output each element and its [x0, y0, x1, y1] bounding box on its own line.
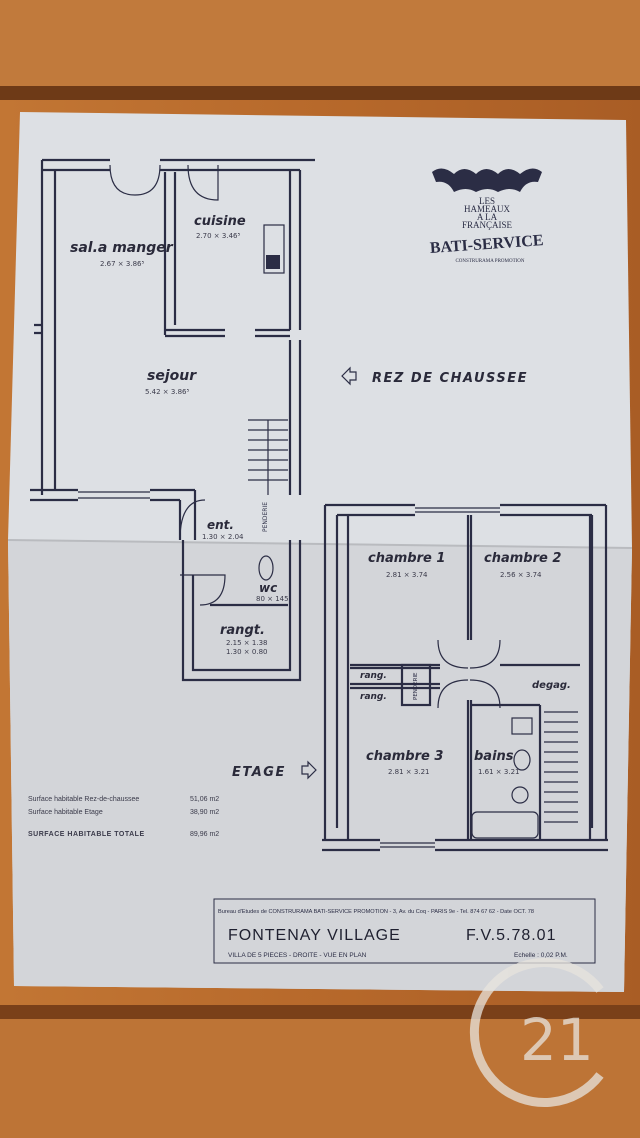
- room-label: wc: [259, 581, 277, 595]
- room-label: sal.a manger: [70, 240, 174, 256]
- logo-line: HAMEAUX: [464, 204, 510, 214]
- room-dims: 2.70 × 3.46⁵: [196, 232, 240, 240]
- rang-label: rang.: [360, 692, 387, 702]
- plan-reference: F.V.5.78.01: [466, 927, 556, 944]
- logo-line: FRANÇAISE: [462, 220, 513, 230]
- rez-de-chaussee-label: REZ DE CHAUSSEE: [372, 371, 528, 386]
- ground-floor-title: REZ DE CHAUSSEE: [341, 366, 528, 386]
- room-dims: 5.42 × 3.86⁵: [145, 388, 189, 396]
- upper-floor-plan: PENDERIE chambre 1 2.81 × 3.74 chambre 2…: [322, 503, 608, 852]
- room-dims: 1.30 × 0.80: [226, 648, 268, 656]
- century21-watermark: 21: [469, 958, 604, 1107]
- ground-floor-plan: PENDERIE sal.a manger 2.67 × 3.86⁵ cuisi…: [30, 158, 315, 682]
- arrow-right-icon: [301, 760, 317, 780]
- upper-floor-title: ETAGE: [232, 760, 317, 780]
- surface-value: 38,90 m2: [190, 809, 219, 816]
- logo-line: LES: [479, 196, 495, 206]
- room-dims: 80 × 145: [256, 595, 289, 603]
- total-surface-value: 89,96 m2: [190, 831, 219, 838]
- paper-lower-half: [8, 540, 632, 992]
- arrow-left-icon: [341, 366, 357, 386]
- surface-label: Surface habitable Rez-de-chaussee: [28, 796, 139, 803]
- logo-line: A LA: [477, 212, 498, 222]
- room-dims: 2.81 × 3.21: [388, 768, 430, 776]
- room-label: cuisine: [194, 214, 246, 229]
- room-dims: 2.56 × 3.74: [500, 571, 542, 579]
- surface-value: 51,06 m2: [190, 796, 219, 803]
- room-dims: 1.61 × 3.21: [478, 768, 520, 776]
- logo-sub: CONSTRURAMA PROMOTION: [455, 259, 524, 264]
- surface-summary: Surface habitable Rez-de-chaussee 51,06 …: [28, 796, 219, 838]
- surface-label: Surface habitable Etage: [28, 809, 103, 816]
- total-surface-label: SURFACE HABITABLE TOTALE: [28, 831, 145, 838]
- room-dims: 2.81 × 3.74: [386, 571, 428, 579]
- room-label: chambre 2: [484, 551, 561, 566]
- room-label: rangt.: [220, 623, 265, 638]
- penderie-label: PENDERIE: [262, 502, 269, 532]
- room-label: chambre 3: [366, 749, 443, 764]
- title-block: Bureau d'Etudes de CONSTRURAMA BATI-SERV…: [213, 898, 596, 964]
- penderie-label: PENDERIE: [413, 672, 419, 700]
- watermark-text: 21: [520, 1006, 594, 1074]
- wood-edge: [0, 86, 640, 100]
- project-title: FONTENAY VILLAGE: [228, 927, 401, 944]
- wood-plank-top: [0, 0, 640, 88]
- rang-label: rang.: [360, 671, 387, 681]
- wood-plank-bottom: [0, 1019, 640, 1138]
- room-label: bains: [474, 749, 514, 764]
- scale-label: Echelle : 0,02 P.M.: [514, 952, 568, 959]
- room-label: degag.: [532, 680, 571, 691]
- office-info: Bureau d'Etudes de CONSTRURAMA BATI-SERV…: [218, 909, 534, 915]
- plan-subtitle: VILLA DE 5 PIECES - DROITE - VUE EN PLAN: [228, 952, 367, 959]
- room-label: chambre 1: [368, 551, 445, 566]
- room-dims: 2.67 × 3.86⁵: [100, 260, 144, 268]
- room-label: ent.: [207, 518, 234, 532]
- room-dims: 1.30 × 2.04: [202, 533, 244, 541]
- fold-line: [7, 539, 633, 549]
- room-label: sejour: [147, 368, 197, 384]
- room-dims: 2.15 × 1.38: [226, 639, 268, 647]
- ornament-icon: [432, 168, 542, 192]
- etage-label: ETAGE: [232, 765, 286, 780]
